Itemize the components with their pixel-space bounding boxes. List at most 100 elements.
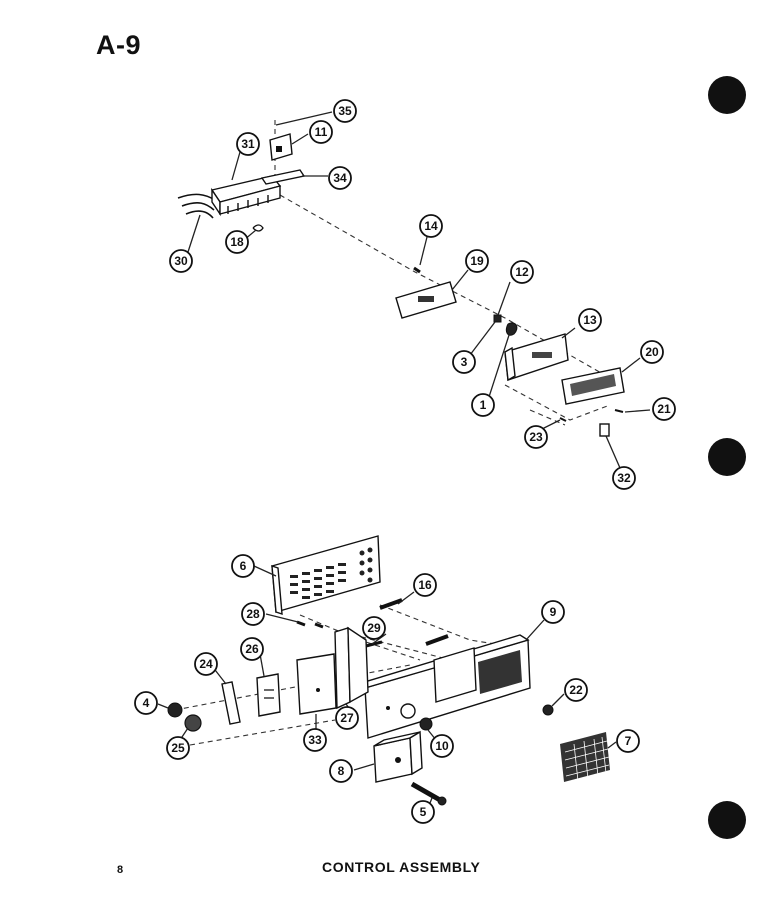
callout-12: 12 — [510, 260, 534, 284]
strap — [221, 681, 241, 725]
callout-11: 11 — [309, 120, 333, 144]
callout-27: 27 — [335, 706, 359, 730]
callout-21: 21 — [652, 397, 676, 421]
lock-nut — [542, 704, 554, 716]
callout-34: 34 — [328, 166, 352, 190]
svg-text:7: 7 — [625, 734, 632, 748]
svg-text:22: 22 — [569, 683, 583, 697]
svg-text:4: 4 — [143, 696, 150, 710]
svg-text:18: 18 — [230, 235, 244, 249]
page-number: 8 — [117, 864, 124, 876]
svg-text:35: 35 — [338, 104, 352, 118]
callout-10: 10 — [430, 734, 454, 758]
callout-5: 5 — [411, 800, 435, 824]
screw-small — [614, 409, 624, 413]
callout-9: 9 — [541, 600, 565, 624]
svg-text:30: 30 — [174, 254, 188, 268]
terminal-block — [210, 175, 282, 217]
callout-7: 7 — [616, 729, 640, 753]
callout-14: 14 — [419, 214, 443, 238]
relay-plate — [296, 653, 337, 715]
support-rod-2 — [425, 634, 449, 646]
callout-31: 31 — [236, 132, 260, 156]
svg-text:10: 10 — [435, 739, 449, 753]
support-rod — [379, 598, 403, 610]
side-bracket — [334, 626, 369, 710]
svg-text:16: 16 — [418, 578, 432, 592]
callout-19: 19 — [465, 249, 489, 273]
callout-13: 13 — [578, 308, 602, 332]
callout-3: 3 — [452, 350, 476, 374]
callout-22: 22 — [564, 678, 588, 702]
binder-hole-bottom — [708, 801, 746, 839]
svg-text:3: 3 — [461, 355, 468, 369]
front-panel — [356, 634, 531, 739]
screw — [413, 266, 421, 274]
diagram-caption: CONTROL ASSEMBLY — [322, 859, 481, 875]
callout-8: 8 — [329, 759, 353, 783]
svg-text:5: 5 — [420, 805, 427, 819]
callout-25: 25 — [166, 736, 190, 760]
spacer — [599, 423, 610, 437]
relay — [256, 673, 281, 717]
control-bracket — [504, 333, 569, 382]
wire-harness — [177, 193, 216, 219]
binder-hole-top — [708, 76, 746, 114]
callout-23: 23 — [524, 425, 548, 449]
callout-35: 35 — [333, 99, 357, 123]
svg-text:27: 27 — [340, 711, 354, 725]
callout-26: 26 — [240, 637, 264, 661]
callout-24: 24 — [194, 652, 218, 676]
knob-2 — [184, 714, 202, 732]
svg-text:26: 26 — [245, 642, 259, 656]
svg-text:6: 6 — [240, 559, 247, 573]
svg-text:33: 33 — [308, 733, 322, 747]
svg-text:21: 21 — [657, 402, 671, 416]
svg-text:29: 29 — [367, 621, 381, 635]
mounting-plate — [260, 169, 306, 185]
back-panel — [271, 535, 381, 616]
filter-screen — [560, 732, 610, 782]
svg-text:31: 31 — [241, 137, 255, 151]
bracket — [269, 133, 293, 161]
clip — [252, 224, 264, 232]
svg-text:13: 13 — [583, 313, 597, 327]
knob-clip — [505, 322, 518, 336]
svg-text:25: 25 — [171, 741, 185, 755]
svg-text:14: 14 — [424, 219, 438, 233]
svg-text:24: 24 — [199, 657, 213, 671]
svg-text:1: 1 — [480, 398, 487, 412]
callout-28: 28 — [241, 602, 265, 626]
svg-text:9: 9 — [550, 605, 557, 619]
svg-text:11: 11 — [315, 125, 328, 139]
callout-6: 6 — [231, 554, 255, 578]
callout-33: 33 — [303, 728, 327, 752]
svg-text:32: 32 — [617, 471, 631, 485]
hex-nut — [419, 717, 433, 731]
svg-text:23: 23 — [529, 430, 543, 444]
lower-assembly — [157, 535, 617, 809]
thermostat-housing — [373, 730, 423, 783]
svg-text:34: 34 — [333, 171, 347, 185]
screw-long — [365, 640, 383, 648]
callout-20: 20 — [640, 340, 664, 364]
callout-29: 29 — [362, 616, 386, 640]
knob — [167, 702, 183, 718]
svg-text:12: 12 — [515, 265, 529, 279]
svg-text:19: 19 — [470, 254, 484, 268]
escutcheon — [561, 367, 625, 405]
switch-plate — [395, 281, 457, 319]
callout-1: 1 — [471, 393, 495, 417]
callout-30: 30 — [169, 249, 193, 273]
callout-32: 32 — [612, 466, 636, 490]
screw-small-2 — [559, 417, 567, 422]
callout-4: 4 — [134, 691, 158, 715]
screw-set — [296, 620, 324, 629]
upper-assembly — [177, 111, 651, 469]
callout-18: 18 — [225, 230, 249, 254]
svg-text:28: 28 — [246, 607, 260, 621]
binder-hole-middle — [708, 438, 746, 476]
svg-text:20: 20 — [645, 345, 659, 359]
callout-16: 16 — [413, 573, 437, 597]
